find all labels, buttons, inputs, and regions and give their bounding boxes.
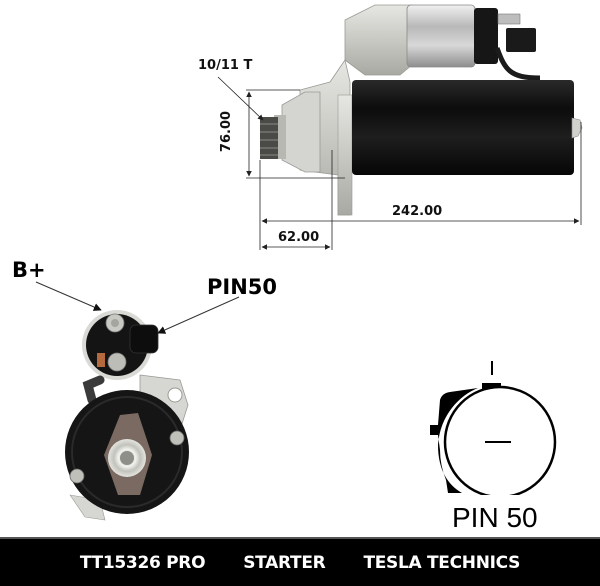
teeth-count-label: 10/11 T [198,58,253,73]
pin50-connector-diagram: PIN 50 [410,355,590,535]
b-plus-terminal-label: B+ [12,258,46,282]
length-dimension-label: 242.00 [392,204,443,219]
pin50-terminal-label: PIN50 [207,275,278,299]
part-number: TT15326 PRO [79,552,206,573]
product-category: STARTER [243,552,326,573]
flange-offset-dimension-label: 62.00 [278,230,320,245]
brand-name: TESLA TECHNICS [363,552,521,573]
starter-side-view: 10/11 T 76.00 242.00 62.00 [0,0,600,260]
starter-side-view-drawing [217,4,583,250]
starter-end-view-drawing [35,281,240,521]
connector-outline-icon [430,361,557,495]
product-footer-bar: TT15326 PRO STARTER TESLA TECHNICS [0,537,600,586]
height-dimension-label: 76.00 [219,110,235,153]
starter-end-view: B+ PIN50 [0,255,300,535]
pin50-diagram-caption: PIN 50 [452,502,538,533]
